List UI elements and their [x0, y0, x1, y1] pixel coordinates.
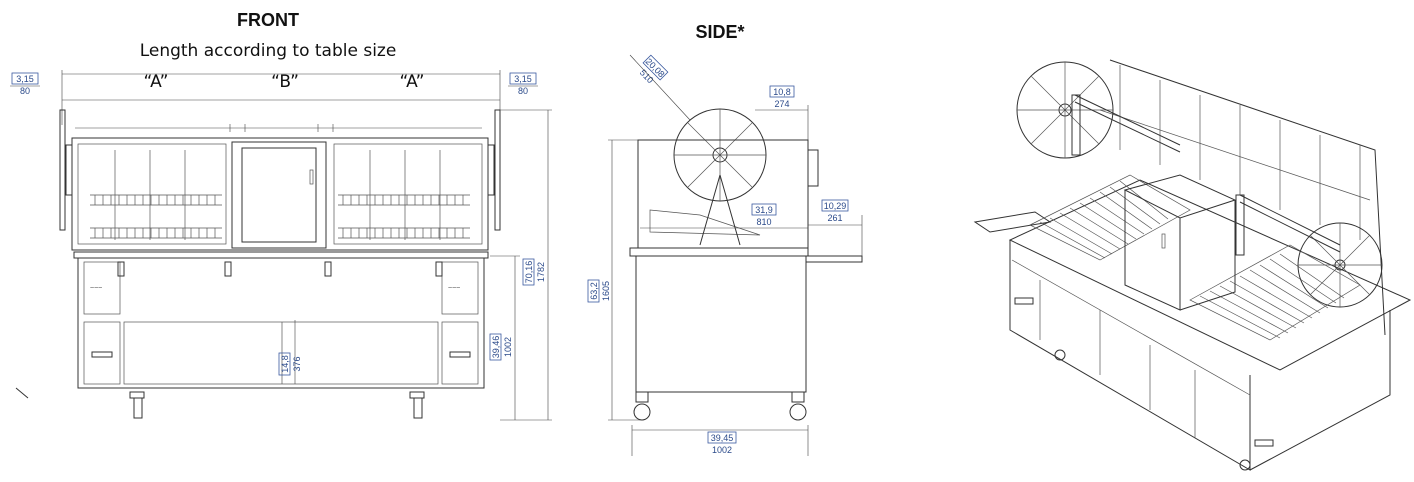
dim-drawer-height-in: 14,8	[280, 355, 290, 373]
dim-left-mm: 80	[20, 86, 30, 96]
dim-depth-mm: 1002	[712, 445, 732, 455]
front-view: FRONT Length according to table size “A”…	[10, 10, 552, 421]
svg-text:~~~: ~~~	[448, 285, 460, 292]
front-grill-right	[338, 150, 470, 240]
front-grill-left	[90, 150, 222, 240]
front-base-cabinet	[77, 257, 485, 389]
dim-shelf-in: 10,29	[824, 201, 847, 211]
dim-depth-in: 39,45	[711, 433, 734, 443]
front-title: FRONT	[237, 10, 299, 30]
dim-base-height-in: 39,46	[491, 336, 501, 359]
front-subtitle: Length according to table size	[140, 41, 397, 61]
dim-right-in: 3,15	[514, 74, 532, 84]
dim-mid-mm: 810	[756, 217, 771, 227]
dim-right-mm: 80	[518, 86, 528, 96]
dim-drawer-height-mm: 376	[292, 356, 302, 371]
section-label-a-right: “A”	[400, 72, 425, 92]
dim-base-height-mm: 1002	[503, 337, 513, 357]
side-title: SIDE*	[695, 22, 744, 42]
dim-top-mm: 274	[774, 99, 789, 109]
svg-text:~~~: ~~~	[90, 285, 102, 292]
dim-shelf-mm: 261	[827, 213, 842, 223]
dim-mid-in: 31,9	[755, 205, 773, 215]
dim-side-height-in: 63,2	[589, 282, 599, 300]
side-base-cabinet	[635, 255, 807, 393]
side-view: SIDE* 20,08 510 10,8 274 31,9	[587, 22, 863, 456]
isometric-view	[973, 59, 1412, 471]
dim-top-in: 10,8	[773, 87, 791, 97]
front-center-door	[231, 141, 327, 249]
iso-grill-left	[1029, 174, 1191, 261]
section-label-a-left: “A”	[144, 72, 169, 92]
dim-left-in: 3,15	[16, 74, 34, 84]
dim-total-height-in: 70,16	[524, 261, 534, 284]
dim-total-height-mm: 1782	[536, 262, 546, 282]
section-label-b: “B”	[271, 72, 299, 92]
dim-side-height-mm: 1605	[601, 281, 611, 301]
